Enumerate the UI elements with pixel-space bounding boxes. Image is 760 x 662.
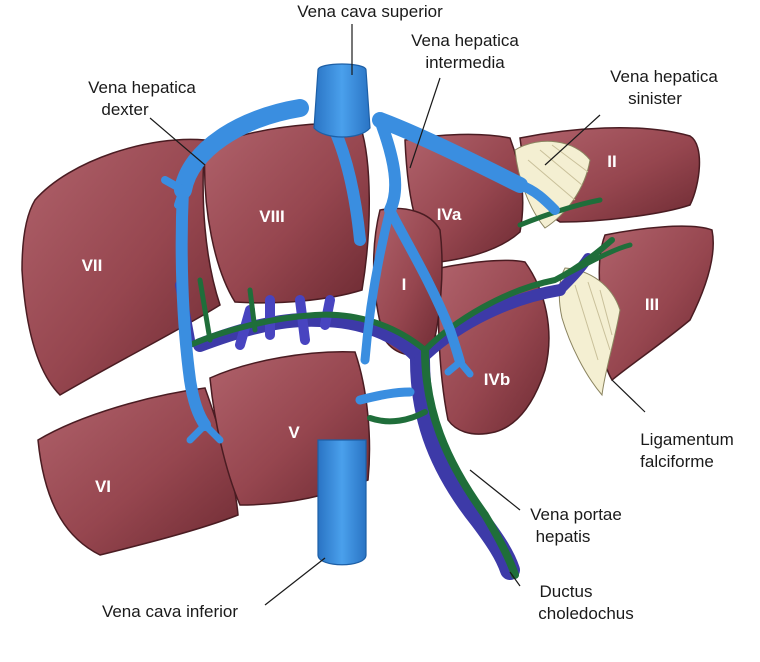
segment-VI-label: VI xyxy=(95,477,111,496)
label-ligamentum-falciforme-line2: falciforme xyxy=(640,452,714,471)
bile-duct xyxy=(187,197,633,579)
label-vena-portae-hepatis-line1: Vena portae xyxy=(530,505,622,524)
label-vena-hepatica-dexter-line2: dexter xyxy=(101,100,149,119)
label-ductus-choledochus-line2: choledochus xyxy=(538,604,633,623)
label-ductus-choledochus-line1: Ductus xyxy=(540,582,593,601)
label-vena-hepatica-intermedia-line1: Vena hepatica xyxy=(411,31,519,50)
segment-III-label: III xyxy=(645,295,659,314)
label-vena-cava-superior: Vena cava superior xyxy=(297,2,443,21)
leader-lines xyxy=(149,24,646,606)
segment-II-label: II xyxy=(607,152,616,171)
label-ligamentum-falciforme-line1: Ligamentum xyxy=(640,430,734,449)
segment-VII-label: VII xyxy=(82,256,103,275)
segment-IVb-label: IVb xyxy=(484,370,510,389)
label-vena-hepatica-sinister-line1: Vena hepatica xyxy=(610,67,718,86)
segment-I-label: I xyxy=(402,275,407,294)
label-vena-cava-inferior: Vena cava inferior xyxy=(102,602,238,621)
segment-V-label: V xyxy=(288,423,300,442)
inferior-vena-cava xyxy=(317,439,367,566)
label-vena-portae-hepatis-line2: hepatis xyxy=(536,527,591,546)
falciform-ligament xyxy=(514,140,621,397)
label-vena-hepatica-dexter-line1: Vena hepatica xyxy=(88,78,196,97)
segment-VI-lobe xyxy=(37,387,239,556)
segment-IVa-label: IVa xyxy=(437,205,462,224)
superior-vena-cava xyxy=(313,63,371,138)
label-vena-hepatica-intermedia-line2: intermedia xyxy=(425,53,505,72)
label-vena-hepatica-sinister-line2: sinister xyxy=(628,89,682,108)
segment-VIII-label: VIII xyxy=(259,207,285,226)
